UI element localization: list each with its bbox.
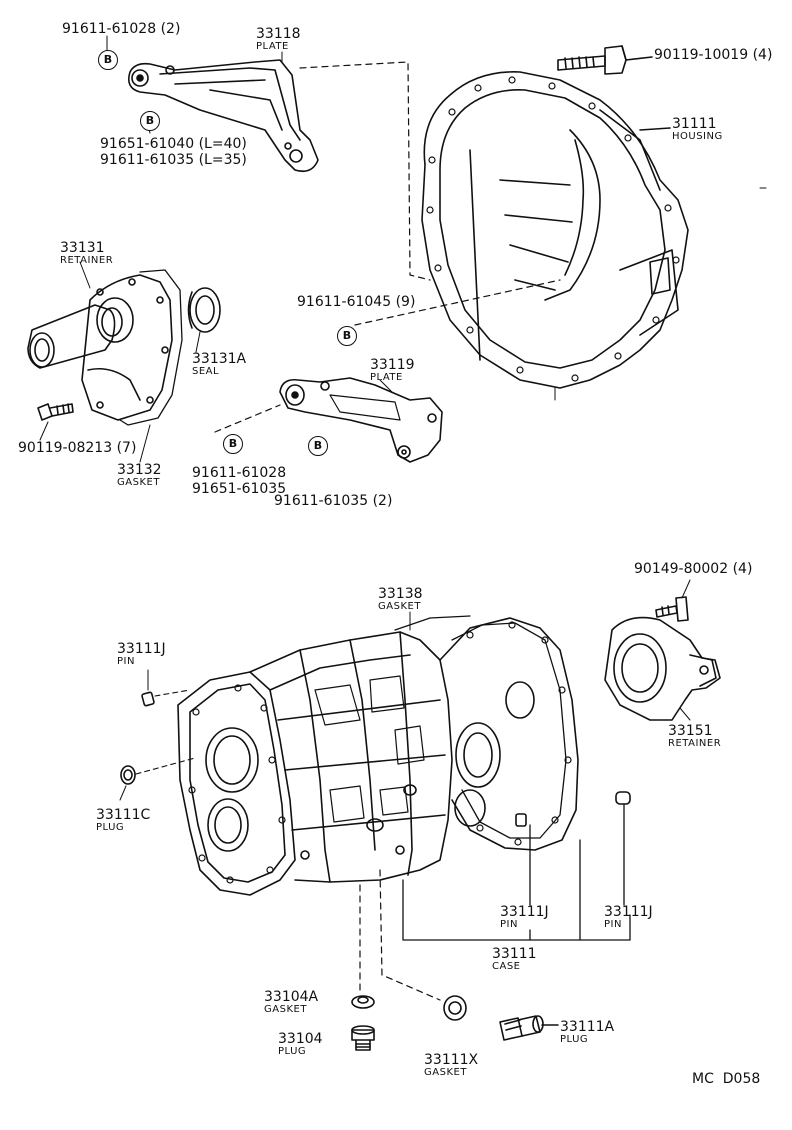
part-name: GASKET [378, 601, 421, 612]
dashed-leader-33119 [214, 404, 281, 433]
pin-33111J-mid-drawing [515, 813, 527, 827]
label-91611-61035-2: 91611-61035 (2) [274, 493, 393, 509]
part-name: PLATE [370, 372, 403, 383]
part-number: 33132 [117, 462, 162, 478]
label-33118: 33118 PLATE [256, 27, 301, 52]
label-33138: 33138 GASKET [378, 587, 423, 612]
label-33104A: 33104A GASKET [264, 990, 318, 1015]
bolt-marker-b: B [223, 434, 243, 454]
part-number: 33131 [60, 240, 105, 256]
part-number: 33151 [668, 723, 713, 739]
part-number: 33111A [560, 1019, 615, 1035]
label-33151: 33151 RETAINER [668, 724, 721, 749]
label-33119: 33119 PLATE [370, 358, 415, 383]
label-33111X: 33111X GASKET [424, 1053, 478, 1078]
label-33104: 33104 PLUG [278, 1032, 323, 1057]
part-name: PLUG [96, 822, 125, 833]
label-33111J-right: 33111J PIN [604, 905, 653, 930]
part-name: CASE [492, 961, 521, 972]
retainer-33131-drawing [27, 269, 183, 426]
part-number: 31111 [672, 116, 717, 132]
part-number: 33138 [378, 586, 423, 602]
part-name: HOUSING [672, 131, 723, 142]
case-33111-drawing [177, 615, 579, 896]
label-33111J-mid: 33111J PIN [500, 905, 549, 930]
part-name: PLATE [256, 41, 289, 52]
bolt-90119-08213-drawing [37, 403, 74, 421]
part-name: PLUG [278, 1046, 307, 1057]
plug-33111C-drawing [120, 757, 196, 785]
label-91651-61035: 91651-61035 [192, 481, 287, 497]
label-leaders [39, 35, 691, 801]
label-33131A: 33131A SEAL [192, 352, 246, 377]
label-33131: 33131 RETAINER [60, 241, 113, 266]
part-number: 33104A [264, 989, 319, 1005]
part-name: RETAINER [60, 255, 114, 266]
pin-33111J-right-drawing [615, 791, 631, 805]
part-name: PIN [117, 656, 135, 667]
plug-33104-drawing [351, 1025, 375, 1051]
part-number: 33111 [492, 946, 537, 962]
part-name: GASKET [117, 477, 160, 488]
label-91611-61028: 91611-61028 [192, 465, 287, 481]
dashed-leader-bolt-housing [354, 279, 561, 326]
part-name: SEAL [192, 366, 220, 377]
label-91611-61045: 91611-61045 (9) [297, 294, 416, 310]
seal-33131A-drawing [187, 287, 221, 333]
part-name: GASKET [424, 1067, 467, 1078]
part-name: PLUG [560, 1034, 589, 1045]
part-name: PIN [604, 919, 622, 930]
part-name: GASKET [264, 1004, 307, 1015]
part-number: 33118 [256, 26, 301, 42]
label-90149-80002: 90149-80002 (4) [634, 561, 753, 577]
bolt-marker-b: B [98, 50, 118, 70]
part-number: 33111X [424, 1052, 479, 1068]
label-91611-61028-2: 91611-61028 (2) [62, 21, 181, 37]
label-90119-10019: 90119-10019 (4) [654, 47, 773, 63]
bolt-marker-b: B [308, 436, 328, 456]
plug-33111A-drawing [499, 1015, 559, 1041]
part-number: 33111J [500, 904, 549, 920]
bolt-marker-b: B [140, 111, 160, 131]
label-90119-08213: 90119-08213 (7) [18, 440, 137, 456]
bolt-marker-b: B [337, 326, 357, 346]
part-number: 33111C [96, 807, 151, 823]
part-name: PIN [500, 919, 518, 930]
bolt-90119-10019-drawing [557, 45, 653, 75]
bolt-90149-80002-drawing [655, 596, 689, 622]
part-number: 33131A [192, 351, 247, 367]
retainer-33151-drawing [604, 616, 721, 721]
plate-33118-drawing [127, 59, 319, 173]
part-number: 33104 [278, 1031, 323, 1047]
label-33132: 33132 GASKET [117, 463, 162, 488]
dashed-leader-gasket-x [379, 869, 441, 1001]
part-number: 33119 [370, 357, 415, 373]
label-91611-61035-l35: 91611-61035 (L=35) [100, 152, 247, 168]
case-bracket-leaders [402, 803, 631, 941]
label-33111: 33111 CASE [492, 947, 537, 972]
label-33111C: 33111C PLUG [96, 808, 150, 833]
diagram-code: MC D058 [692, 1071, 761, 1087]
label-33111J-left: 33111J PIN [117, 642, 166, 667]
label-31111: 31111 HOUSING [672, 117, 723, 142]
plate-33119-drawing [279, 377, 443, 463]
label-33111A: 33111A PLUG [560, 1020, 614, 1045]
part-name: RETAINER [668, 738, 722, 749]
label-91651-61040: 91651-61040 (L=40) [100, 136, 247, 152]
gasket-33104A-drawing [351, 995, 375, 1009]
gasket-33111X-drawing [443, 995, 467, 1021]
housing-31111-drawing [421, 71, 689, 401]
part-number: 33111J [604, 904, 653, 920]
part-number: 33111J [117, 641, 166, 657]
dashed-leader-plate-housing [299, 61, 431, 281]
pin-33111J-left-drawing [141, 689, 191, 707]
